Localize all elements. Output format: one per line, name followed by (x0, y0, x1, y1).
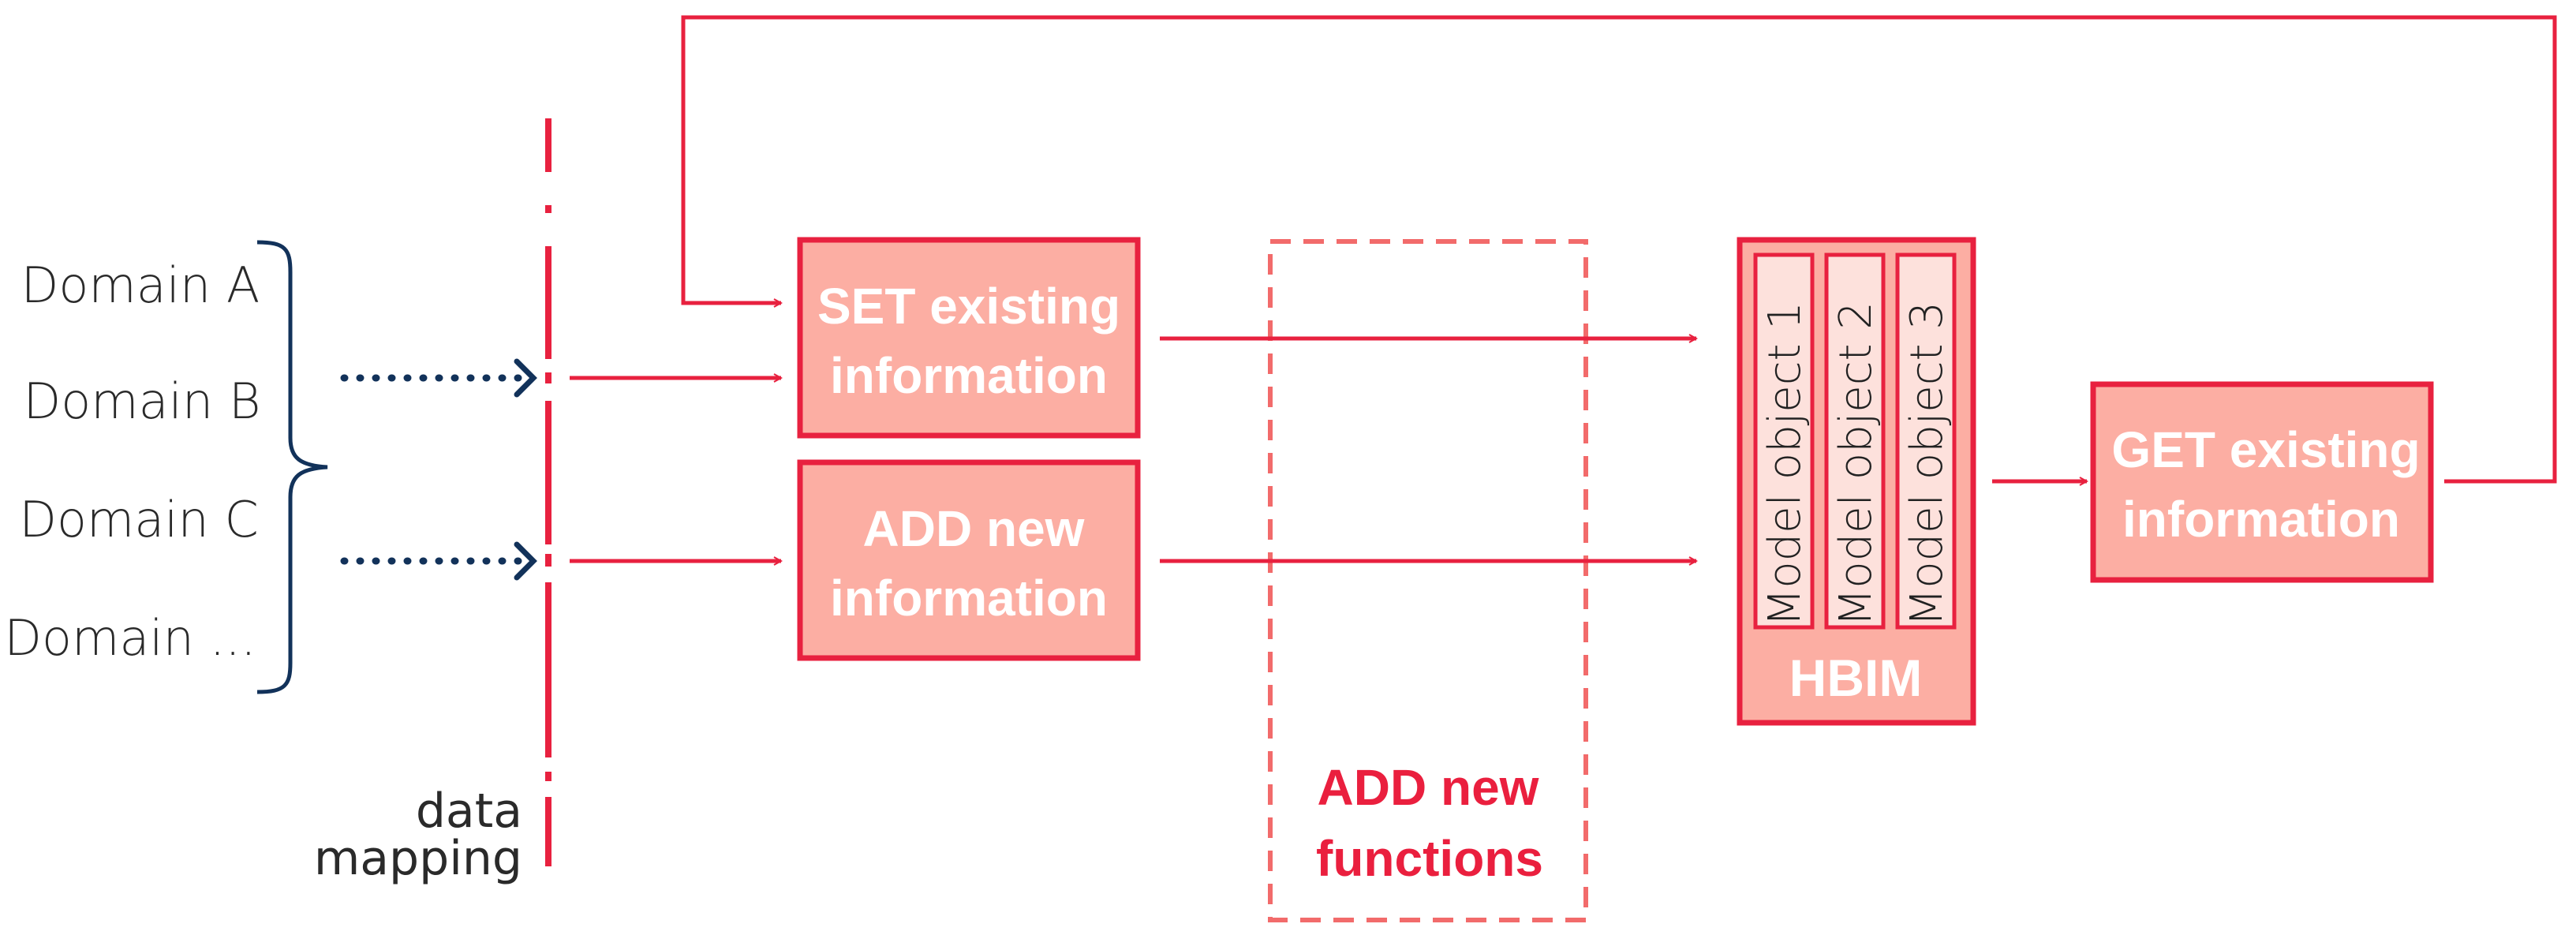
feedback-loop-arrow (681, 15, 2557, 484)
domain-other-label: Domain ... (4, 609, 256, 667)
domain-brace (256, 240, 328, 694)
data-mapping-label-line2: mapping (314, 831, 522, 886)
get-box-line2: information (2122, 491, 2400, 548)
hbim-label: HBIM (1789, 649, 1923, 707)
add-box-line2: information (830, 570, 1108, 626)
add-new-functions-box: ADD new functions (1268, 239, 1588, 922)
domain-a-label: Domain A (21, 256, 260, 314)
model-object-1-slot (1753, 252, 1815, 630)
add-new-information-box: ADD new information (797, 459, 1141, 661)
model-object-1-label: Model object 1 (1759, 301, 1811, 626)
get-box-line1: GET existing (2111, 421, 2420, 478)
set-existing-information-box: SET existing information (797, 237, 1141, 439)
model-object-2-label: Model object 2 (1830, 301, 1882, 626)
domain-labels: Domain A Domain B Domain C Domain ... (4, 256, 260, 667)
dotted-arrow-lower (340, 541, 537, 581)
domain-b-label: Domain B (24, 372, 261, 430)
data-mapping-label: data mapping (314, 784, 522, 886)
set-box-line2: information (830, 347, 1108, 404)
model-object-2-slot (1824, 252, 1886, 630)
data-mapping-label-line1: data (416, 784, 522, 839)
add-box-line1: ADD new (863, 500, 1085, 557)
set-box-line1: SET existing (817, 278, 1120, 335)
model-object-3-slot (1895, 252, 1957, 630)
dotted-arrow-upper (340, 358, 537, 398)
functions-line2: functions (1316, 830, 1543, 887)
hbim-box: Model object 1 Model object 2 Model obje… (1737, 237, 1976, 726)
get-existing-information-box: GET existing information (2090, 381, 2434, 583)
model-object-3-label: Model object 3 (1901, 301, 1953, 626)
domain-c-label: Domain C (19, 491, 259, 548)
functions-line1: ADD new (1318, 759, 1539, 816)
